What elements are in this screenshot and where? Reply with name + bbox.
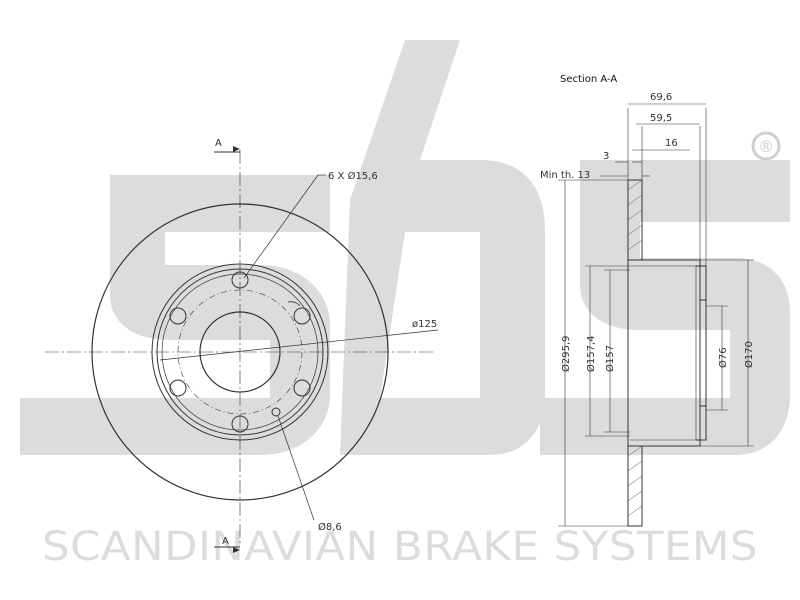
section-hatching bbox=[627, 179, 643, 517]
section-dimension-lines bbox=[558, 103, 754, 527]
pcd-leader bbox=[159, 329, 439, 361]
hole-callout-leader bbox=[243, 174, 319, 279]
pcd-label: ø125 bbox=[412, 319, 437, 330]
angle-arc bbox=[287, 301, 301, 307]
center-bore-edges bbox=[700, 299, 706, 407]
hat-inner-line bbox=[630, 265, 697, 441]
small-hole-leader bbox=[277, 415, 315, 521]
bolt-hole bbox=[169, 379, 187, 397]
section-marker-label-bottom: A bbox=[222, 536, 229, 547]
disc-thickness-label: 16 bbox=[665, 138, 678, 149]
section-arrow-bottom bbox=[233, 547, 240, 553]
locating-hole bbox=[271, 407, 281, 417]
section-marker-label-top: A bbox=[215, 138, 222, 149]
outer-diameter-label: Ø295,9 bbox=[560, 336, 572, 373]
hub-face bbox=[696, 265, 707, 441]
front-view bbox=[45, 150, 439, 548]
hat-inner-diameter-label: Ø157 bbox=[604, 345, 616, 372]
registered-icon bbox=[751, 131, 781, 161]
bolt-hole bbox=[293, 307, 311, 325]
overall-height-label: 69,6 bbox=[650, 92, 672, 103]
section-arrow-top bbox=[233, 146, 240, 152]
bolt-hole bbox=[169, 307, 187, 325]
hat-height-label: 59,5 bbox=[650, 113, 672, 124]
hat-wall-label: 3 bbox=[603, 151, 609, 162]
small-hole-label: Ø8,6 bbox=[318, 521, 342, 533]
section-view-profile bbox=[627, 179, 707, 527]
hub-diameter-label: Ø170 bbox=[743, 341, 755, 368]
section-title: Section A-A bbox=[560, 74, 617, 85]
hat-outline bbox=[642, 259, 701, 447]
friction-ring-bottom bbox=[627, 445, 643, 527]
company-name: SCANDINAVIAN BRAKE SYSTEMS bbox=[42, 524, 758, 570]
registered-mark: ® bbox=[758, 137, 774, 156]
center-bore-label: Ø76 bbox=[717, 347, 729, 368]
hat-outer-diameter-label: Ø157,4 bbox=[585, 336, 597, 373]
bolt-hole bbox=[293, 379, 311, 397]
sbs-watermark-logo bbox=[20, 40, 790, 455]
hole-callout: 6 X Ø15,6 bbox=[328, 170, 378, 182]
min-thickness-label: Min th. 13 bbox=[540, 170, 590, 181]
